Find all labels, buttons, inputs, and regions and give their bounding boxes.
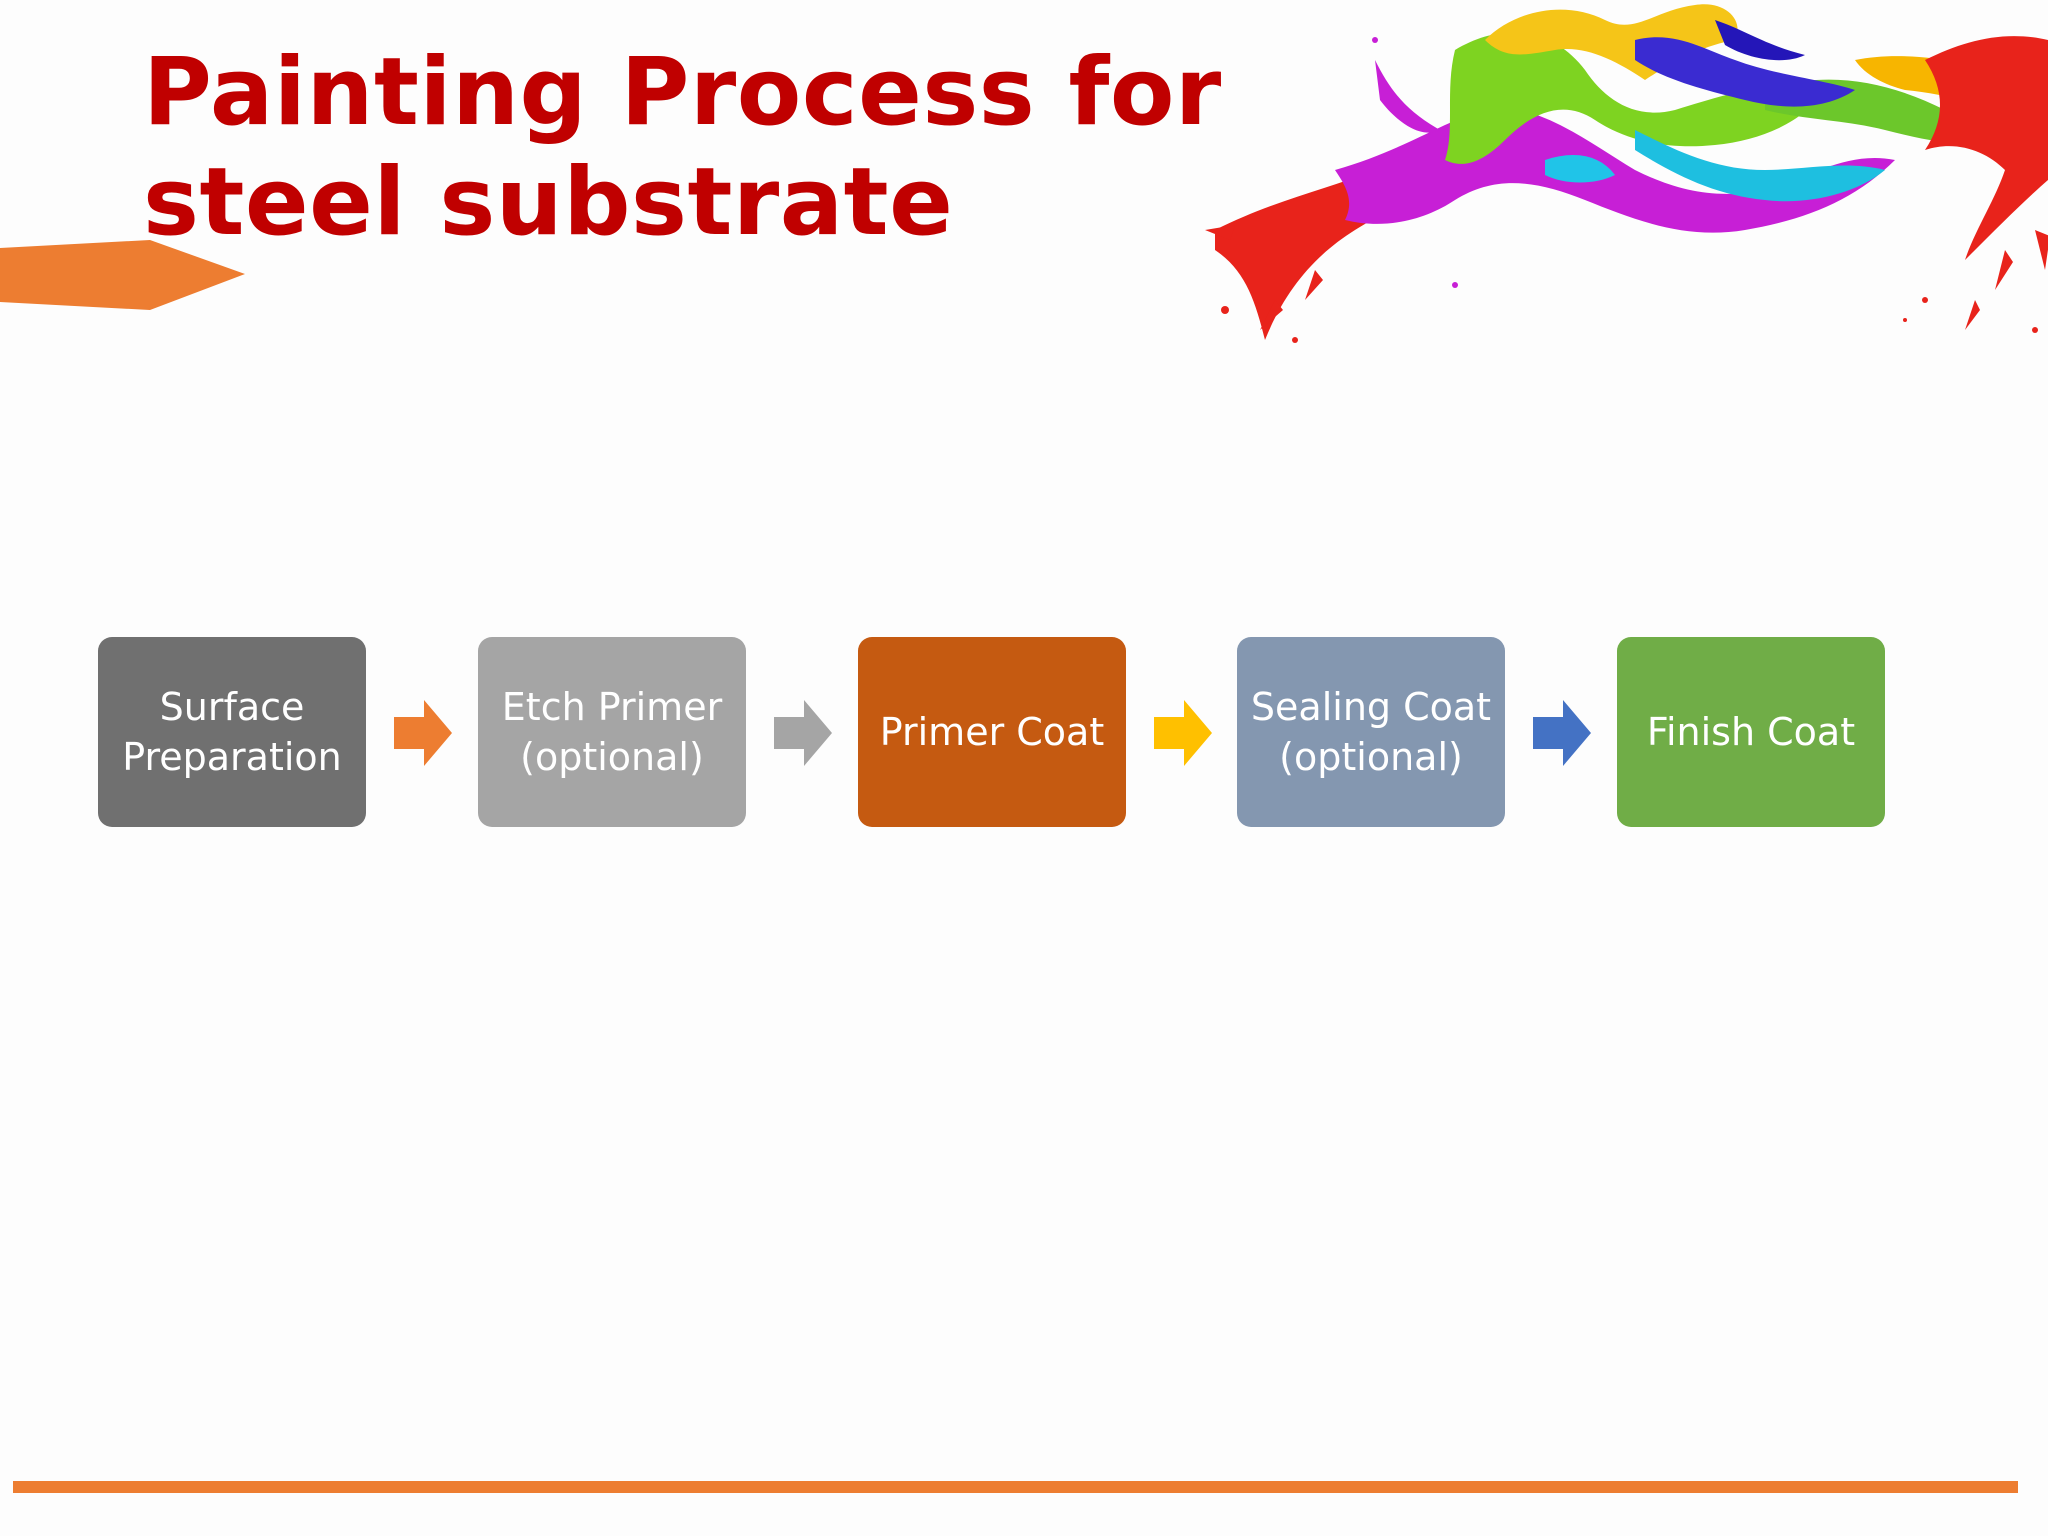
flow-arrow-icon (1154, 700, 1212, 766)
flow-arrow-icon (774, 700, 832, 766)
flow-step-finish-coat: Finish Coat (1617, 637, 1885, 827)
flow-step-label: Etch Primer (optional) (501, 685, 723, 779)
accent-pentagon-icon (0, 240, 245, 310)
flow-arrow-icon (1533, 700, 1591, 766)
flow-step-sealing-coat: Sealing Coat (optional) (1237, 637, 1505, 827)
flow-step-label: Primer Coat (879, 710, 1105, 754)
flow-step-label: Finish Coat (1646, 710, 1856, 754)
slide-title-line-2: steel substrate (143, 148, 954, 257)
flow-step-surface-preparation: Surface Preparation (98, 637, 366, 827)
slide-title: Painting Process for steel substrate (143, 38, 1243, 258)
slide-title-line-1: Painting Process for (143, 38, 1222, 147)
flow-arrow-icon (394, 700, 452, 766)
flow-step-primer-coat: Primer Coat (858, 637, 1126, 827)
flow-step-label: Sealing Coat (optional) (1250, 685, 1492, 779)
footer-accent-line (13, 1481, 2018, 1493)
paint-splash-icon (1205, 4, 2048, 343)
flow-step-etch-primer: Etch Primer (optional) (478, 637, 746, 827)
flow-step-label: Surface Preparation (122, 685, 342, 779)
